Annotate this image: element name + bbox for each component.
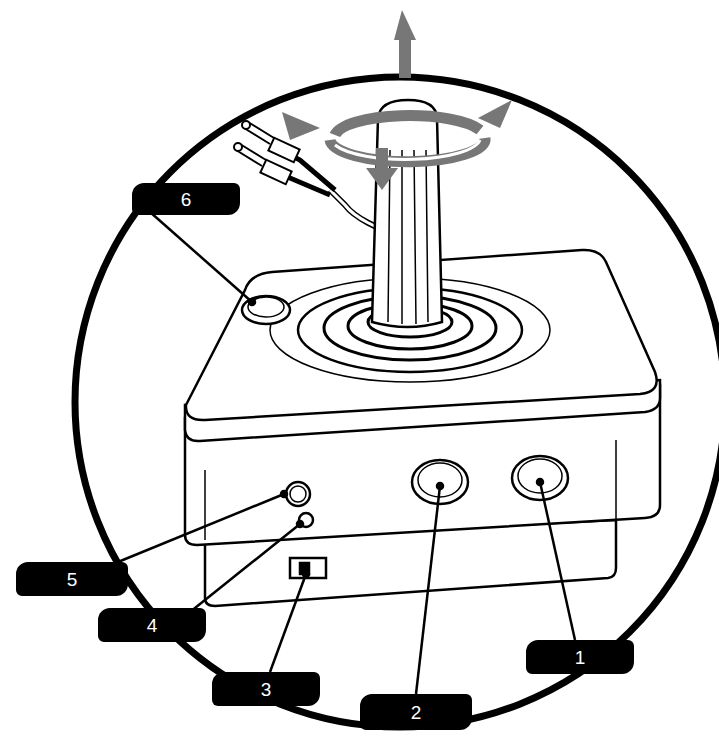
callout-badge: 3: [212, 672, 320, 706]
callout-badge: 1: [526, 640, 634, 674]
callout-badge: 6: [132, 183, 240, 215]
callout-badge: 4: [98, 608, 206, 642]
callout-number: 4: [147, 616, 158, 635]
controls: [242, 296, 568, 578]
callout-number: 6: [181, 190, 192, 209]
callout-number: 1: [575, 648, 586, 667]
callout-badge: 2: [360, 694, 472, 730]
joystick-stick: [372, 100, 442, 327]
frame-circle: [75, 77, 719, 727]
callout-number: 2: [411, 703, 422, 722]
callout-badge: 5: [16, 562, 128, 596]
motion-arrows: [282, 10, 512, 190]
callout-number: 3: [261, 680, 272, 699]
callout-number: 5: [67, 570, 78, 589]
